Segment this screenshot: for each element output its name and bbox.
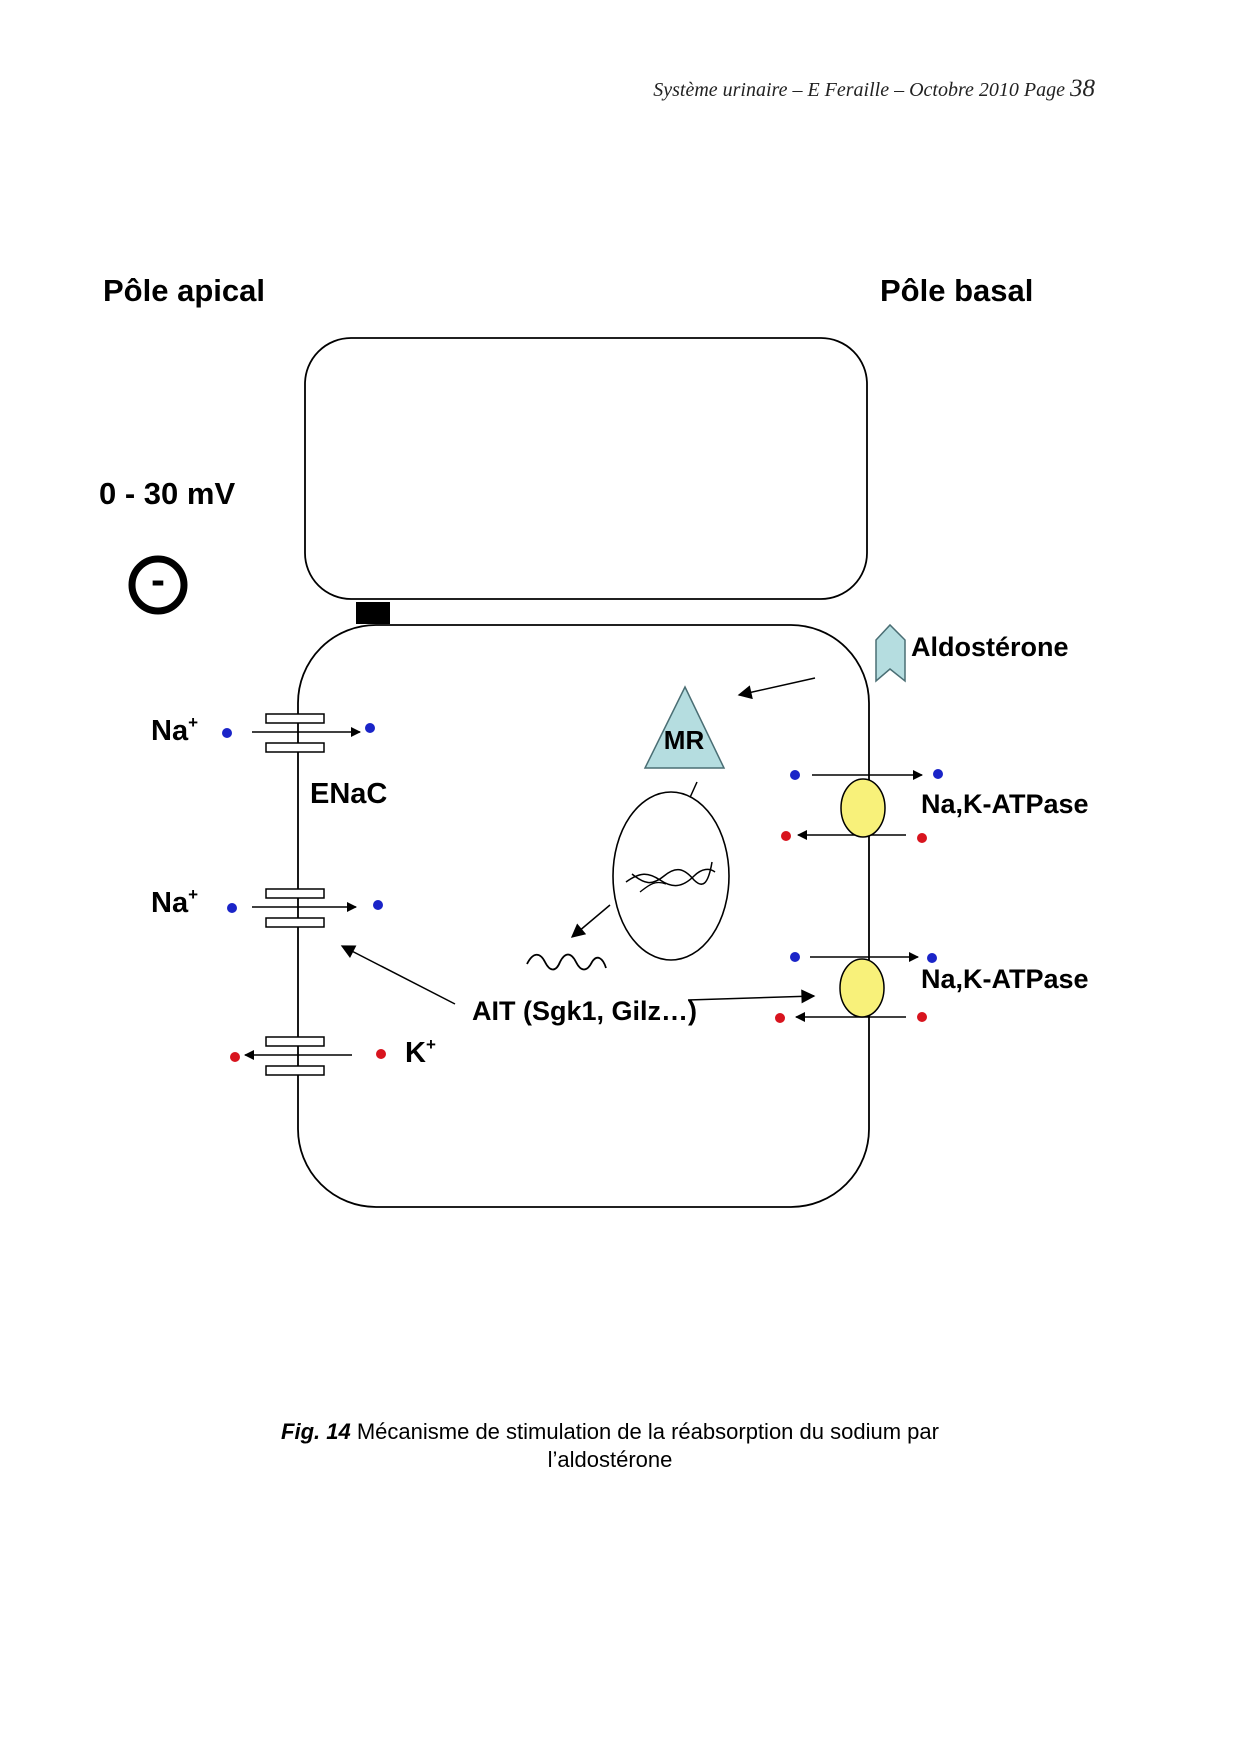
potassium-ion xyxy=(781,831,791,841)
na-k-atpase-pump xyxy=(839,958,885,1018)
tight-junction xyxy=(356,602,390,624)
mineralocorticoid-receptor xyxy=(643,685,726,769)
dna-strand-icon xyxy=(639,881,667,893)
potassium-ion xyxy=(917,833,927,843)
aldosterone-label: Aldostérone xyxy=(911,632,1069,662)
enac-label: ENaC xyxy=(310,778,387,810)
nucleus-to-mrna-arrow xyxy=(570,904,611,938)
mrna-icon xyxy=(526,953,607,971)
sodium-ion xyxy=(222,728,232,738)
header-text: Système urinaire – E Feraille – Octobre … xyxy=(653,79,1065,101)
atpase-label: Na,K-ATPase xyxy=(921,964,1089,994)
sodium-channel xyxy=(265,917,325,928)
upper-cell xyxy=(304,337,868,600)
sodium-ion xyxy=(790,952,800,962)
ait-label: AIT (Sgk1, Gilz…) xyxy=(472,996,697,1026)
figure-number: Fig. 14 xyxy=(281,1419,351,1444)
lower-cell xyxy=(297,624,870,1208)
aldosterone-entry-arrow xyxy=(737,677,816,700)
potassium-channel xyxy=(265,1065,325,1076)
dna-strand-icon xyxy=(631,861,713,885)
sodium-ion xyxy=(365,723,375,733)
ait-to-atpase-arrow xyxy=(687,989,816,1004)
na-k-atpase-pump xyxy=(840,778,886,838)
minus-sign: - xyxy=(151,556,165,603)
potassium-channel xyxy=(265,1036,325,1047)
potassium-label: K+ xyxy=(405,1035,436,1069)
potassium-ion xyxy=(917,1012,927,1022)
sodium-ion xyxy=(373,900,383,910)
mr-label: MR xyxy=(664,725,705,755)
potassium-ion xyxy=(376,1049,386,1059)
page-number: 38 xyxy=(1070,75,1095,102)
aldosterone-molecule-icon xyxy=(875,623,906,683)
enac-channel xyxy=(265,713,325,724)
potassium-ion xyxy=(775,1013,785,1023)
sodium-label: Na+ xyxy=(151,885,198,919)
sodium-channel xyxy=(265,888,325,899)
sodium-ion xyxy=(227,903,237,913)
atpase-label: Na,K-ATPase xyxy=(921,789,1089,819)
sodium-ion xyxy=(927,953,937,963)
basal-pole-label: Pôle basal xyxy=(880,273,1033,308)
ait-to-enac-arrow xyxy=(340,945,456,1005)
apical-pole-label: Pôle apical xyxy=(103,273,265,308)
nucleus xyxy=(612,791,730,961)
potassium-ion xyxy=(230,1052,240,1062)
sodium-ion xyxy=(790,770,800,780)
negative-charge-icon xyxy=(128,555,188,615)
caption-line-1: Mécanisme de stimulation de la réabsorpt… xyxy=(350,1419,939,1444)
voltage-label: 0 - 30 mV xyxy=(99,476,235,511)
sodium-ion xyxy=(933,769,943,779)
dna-strand-icon xyxy=(625,868,716,887)
enac-channel xyxy=(265,742,325,753)
page-header: Système urinaire – E Feraille – Octobre … xyxy=(653,75,1095,103)
sodium-label: Na+ xyxy=(151,713,198,747)
figure-caption: Fig. 14 Mécanisme de stimulation de la r… xyxy=(0,1418,1220,1474)
caption-line-2: l’aldostérone xyxy=(547,1447,673,1472)
